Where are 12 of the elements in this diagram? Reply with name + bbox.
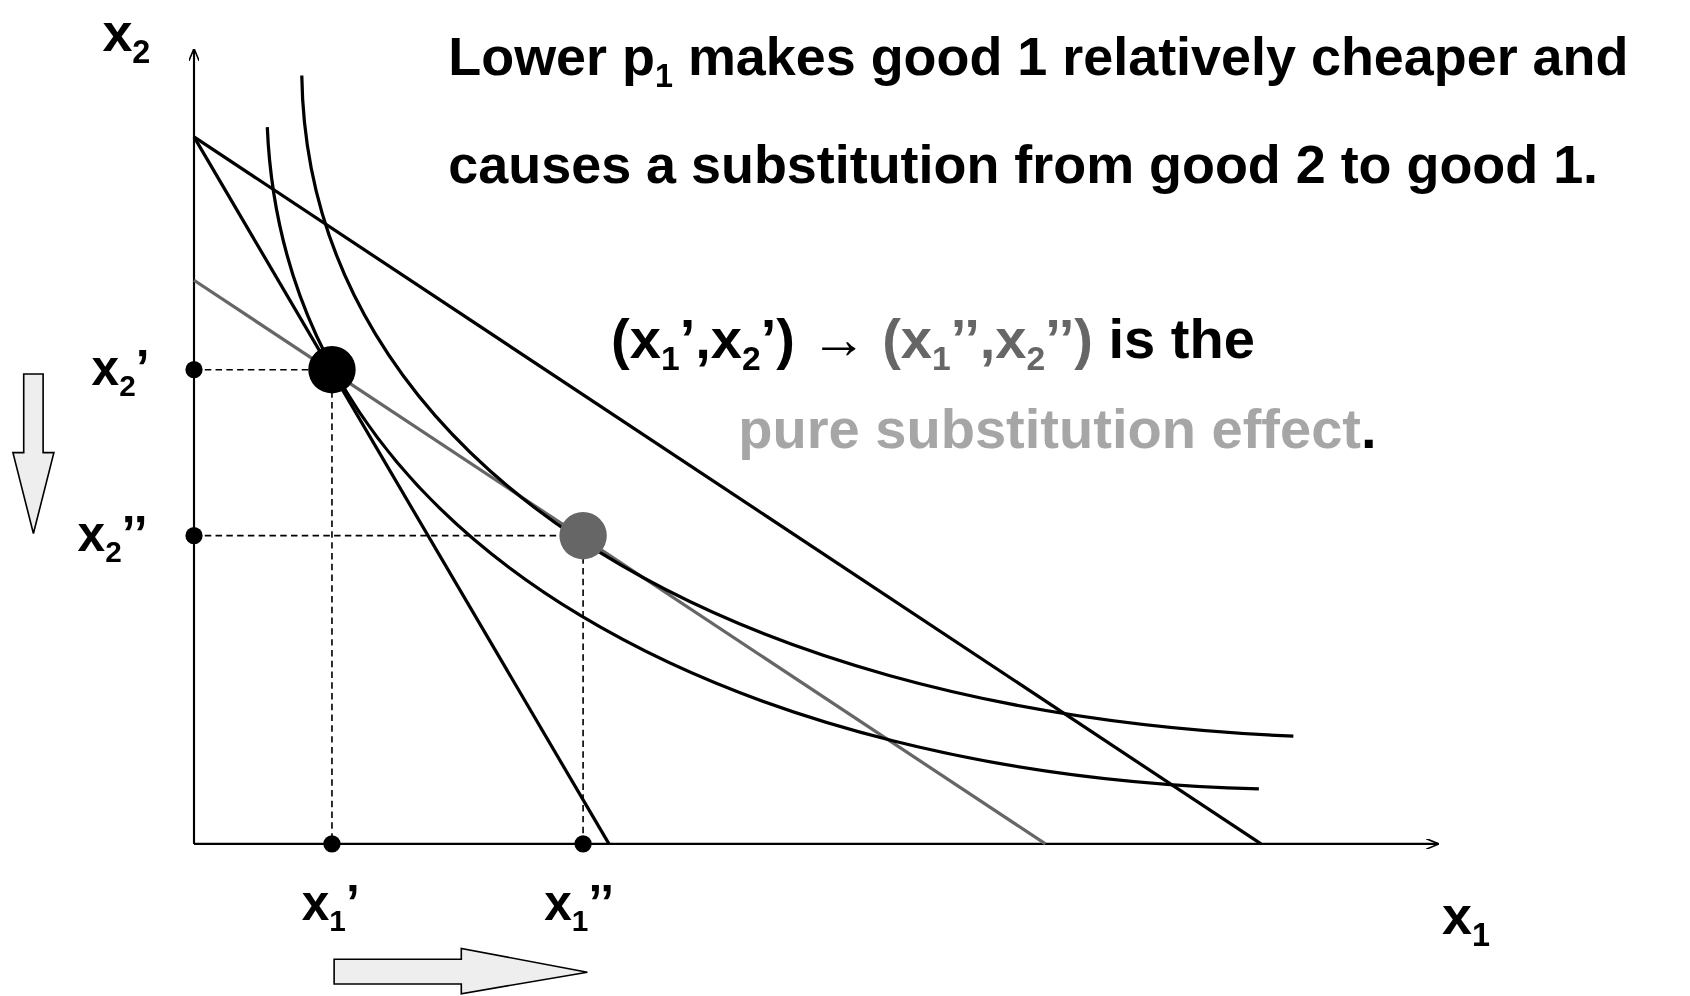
tick-label: x$_{2}$’ [91, 342, 150, 401]
annotation-text: pure substitution effect [738, 397, 1362, 461]
tick-label: x$_{1}$’’ [544, 878, 615, 937]
tick-label: x$_{1}$’ [301, 878, 360, 937]
axis-label: x$_{2}$ [102, 5, 151, 68]
annotation-text: (x$_{1}$’,x$_{2}$’) → [611, 307, 867, 370]
annotation-text: is the [1108, 307, 1255, 370]
annotation-text: (x$_{1}$’’,x$_{2}$’’) [882, 307, 1093, 370]
tick-label: x$_{2}$’’ [77, 508, 148, 567]
annotation-text: . [1361, 397, 1377, 461]
axis-label: x$_{1}$ [1442, 889, 1491, 952]
annotation-text: Lower p$_{1}$ makes good 1 relatively cheaper and causes a substitution from good 2 to good 1. [448, 25, 1630, 198]
